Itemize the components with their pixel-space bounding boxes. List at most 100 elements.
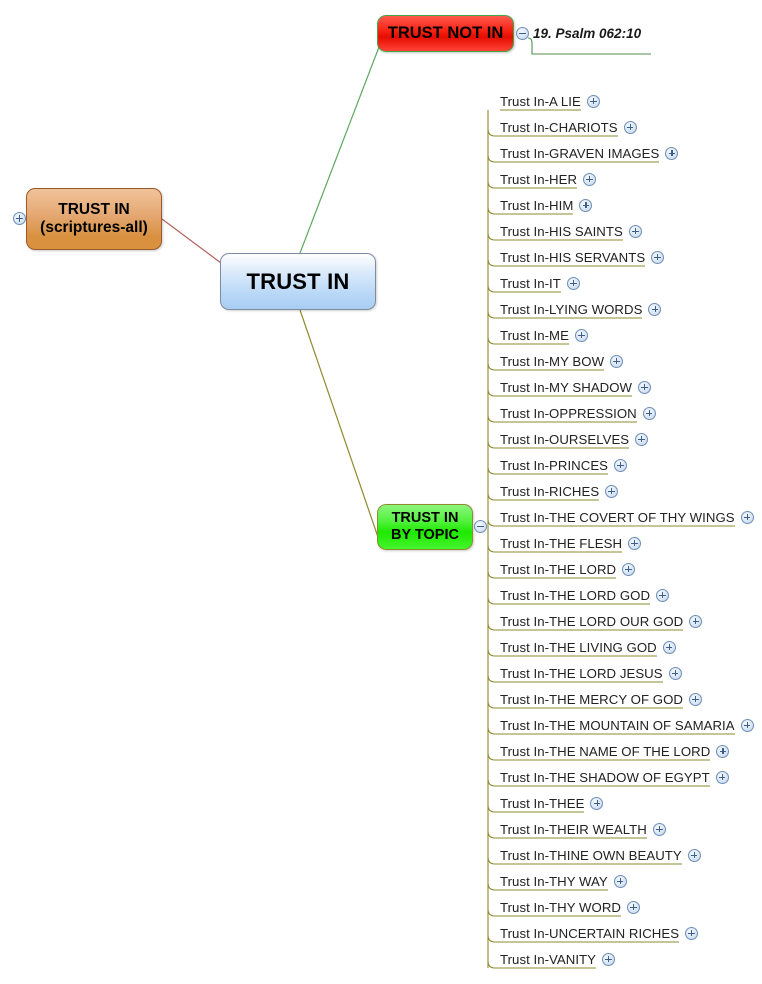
minus-icon-by-topic[interactable] (474, 520, 487, 533)
plus-icon-leaf[interactable] (740, 510, 754, 524)
leaf-item[interactable]: Trust In-ME (488, 322, 754, 348)
leaf-item-label: Trust In-THE MOUNTAIN OF SAMARIA (500, 717, 735, 733)
node-trust-in-scriptures-all[interactable]: TRUST IN (scriptures-all) (26, 188, 162, 250)
leaf-item[interactable]: Trust In-THE MERCY OF GOD (488, 686, 754, 712)
plus-icon-leaf[interactable] (688, 692, 702, 706)
leaf-item[interactable]: Trust In-THE LORD JESUS (488, 660, 754, 686)
leaf-item[interactable]: Trust In-THE LORD GOD (488, 582, 754, 608)
leaf-item[interactable]: Trust In-THEE (488, 790, 754, 816)
leaf-item[interactable]: Trust In-MY SHADOW (488, 374, 754, 400)
leaf-item[interactable]: Trust In-OURSELVES (488, 426, 754, 452)
leaf-item[interactable]: Trust In-A LIE (488, 88, 754, 114)
leaf-item[interactable]: Trust In-THE LORD (488, 556, 754, 582)
leaf-item[interactable]: Trust In-THE FLESH (488, 530, 754, 556)
leaf-item-label: Trust In-THE LORD (500, 561, 617, 577)
plus-icon-leaf[interactable] (579, 198, 593, 212)
plus-icon-leaf[interactable] (590, 796, 604, 810)
leaf-item-label: Trust In-ME (500, 327, 569, 343)
leaf-item-label: Trust In-THEIR WEALTH (500, 821, 647, 837)
plus-icon-leaf[interactable] (668, 666, 682, 680)
leaf-item[interactable]: Trust In-OPPRESSION (488, 400, 754, 426)
plus-icon-leaf[interactable] (651, 250, 665, 264)
plus-icon-leaf[interactable] (652, 822, 666, 836)
plus-icon-leaf[interactable] (648, 302, 662, 316)
plus-icon-leaf[interactable] (662, 640, 676, 654)
leaf-item[interactable]: Trust In-THINE OWN BEAUTY (488, 842, 754, 868)
leaf-item-label: Trust In-HIS SERVANTS (500, 249, 646, 265)
plus-icon-leaf[interactable] (610, 354, 624, 368)
plus-icon-leaf[interactable] (685, 926, 699, 940)
plus-icon-leaf[interactable] (689, 614, 703, 628)
leaf-item[interactable]: Trust In-THEIR WEALTH (488, 816, 754, 842)
plus-icon-leaf[interactable] (740, 718, 754, 732)
plus-icon-leaf[interactable] (716, 744, 730, 758)
plus-icon-leaf[interactable] (687, 848, 701, 862)
plus-icon-leaf[interactable] (628, 224, 642, 238)
node-trust-in-by-topic[interactable]: TRUST IN BY TOPIC (377, 504, 473, 550)
plus-icon-scriptures-all[interactable] (13, 212, 26, 225)
plus-icon-leaf[interactable] (642, 406, 656, 420)
leaf-item[interactable]: Trust In-THE COVERT OF THY WINGS (488, 504, 754, 530)
plus-icon-leaf[interactable] (635, 432, 649, 446)
leaf-item-label: Trust In-LYING WORDS (500, 301, 643, 317)
leaf-item[interactable]: Trust In-PRINCES (488, 452, 754, 478)
plus-icon-leaf[interactable] (715, 770, 729, 784)
plus-icon-leaf[interactable] (586, 94, 600, 108)
plus-icon-leaf[interactable] (605, 484, 619, 498)
leaf-item-label: Trust In-THE LORD JESUS (500, 665, 663, 681)
leaf-item-label: Trust In-THE LORD OUR GOD (500, 613, 684, 629)
plus-icon-leaf[interactable] (656, 588, 670, 602)
plus-icon-leaf[interactable] (566, 276, 580, 290)
leaf-item[interactable]: Trust In-THE NAME OF THE LORD (488, 738, 754, 764)
plus-icon-leaf[interactable] (638, 380, 652, 394)
leaf-item-label: Trust In-MY SHADOW (500, 379, 633, 395)
leaf-item[interactable]: Trust In-GRAVEN IMAGES (488, 140, 754, 166)
node-trust-not-in[interactable]: TRUST NOT IN (377, 15, 514, 52)
leaf-item-label: Trust In-IT (500, 275, 561, 291)
node-trust-in-root[interactable]: TRUST IN (220, 253, 376, 310)
leaf-item[interactable]: Trust In-HIS SAINTS (488, 218, 754, 244)
plus-icon-leaf[interactable] (628, 536, 642, 550)
leaf-item-label: Trust In-THINE OWN BEAUTY (500, 847, 682, 863)
plus-icon-leaf[interactable] (622, 562, 636, 576)
minus-icon-trust-not-in[interactable] (516, 27, 529, 40)
leaf-item[interactable]: Trust In-HIS SERVANTS (488, 244, 754, 270)
leaf-item-label: Trust In-THY WAY (500, 873, 608, 889)
plus-icon-leaf[interactable] (574, 328, 588, 342)
leaf-item-label: Trust In-MY BOW (500, 353, 605, 369)
leaf-item-label: Trust In-THEE (500, 795, 585, 811)
leaf-item[interactable]: Trust In-LYING WORDS (488, 296, 754, 322)
leaf-item-label: Trust In-OPPRESSION (500, 405, 637, 421)
leaf-psalm[interactable]: 19. Psalm 062:10 (533, 26, 642, 41)
leaf-item[interactable]: Trust In-THE SHADOW OF EGYPT (488, 764, 754, 790)
leaf-item-label: Trust In-THE FLESH (500, 535, 623, 551)
leaf-item[interactable]: Trust In-HIM (488, 192, 754, 218)
leaf-item[interactable]: Trust In-MY BOW (488, 348, 754, 374)
leaf-item[interactable]: Trust In-VANITY (488, 946, 754, 972)
leaf-item[interactable]: Trust In-THE LORD OUR GOD (488, 608, 754, 634)
leaf-item[interactable]: Trust In-RICHES (488, 478, 754, 504)
leaf-item-label: Trust In-OURSELVES (500, 431, 630, 447)
plus-icon-leaf[interactable] (623, 120, 637, 134)
leaf-item[interactable]: Trust In-THE MOUNTAIN OF SAMARIA (488, 712, 754, 738)
plus-icon-leaf[interactable] (627, 900, 641, 914)
leaf-item[interactable]: Trust In-THY WAY (488, 868, 754, 894)
leaf-item[interactable]: Trust In-HER (488, 166, 754, 192)
leaf-item-label: Trust In-THE SHADOW OF EGYPT (500, 769, 710, 785)
connector-trust-not-in (299, 46, 380, 254)
leaf-item-label: Trust In-HIS SAINTS (500, 223, 623, 239)
leaf-item[interactable]: Trust In-IT (488, 270, 754, 296)
leaf-item-label: Trust In-THE MERCY OF GOD (500, 691, 683, 707)
plus-icon-leaf[interactable] (665, 146, 679, 160)
leaf-item[interactable]: Trust In-UNCERTAIN RICHES (488, 920, 754, 946)
leaf-item[interactable]: Trust In-CHARIOTS (488, 114, 754, 140)
leaf-item[interactable]: Trust In-THY WORD (488, 894, 754, 920)
plus-icon-leaf[interactable] (602, 952, 616, 966)
plus-icon-leaf[interactable] (614, 458, 628, 472)
leaf-item-label: Trust In-THE COVERT OF THY WINGS (500, 509, 735, 525)
leaf-item-label: Trust In-A LIE (500, 93, 581, 109)
plus-icon-leaf[interactable] (613, 874, 627, 888)
leaf-item[interactable]: Trust In-THE LIVING GOD (488, 634, 754, 660)
plus-icon-leaf[interactable] (583, 172, 597, 186)
